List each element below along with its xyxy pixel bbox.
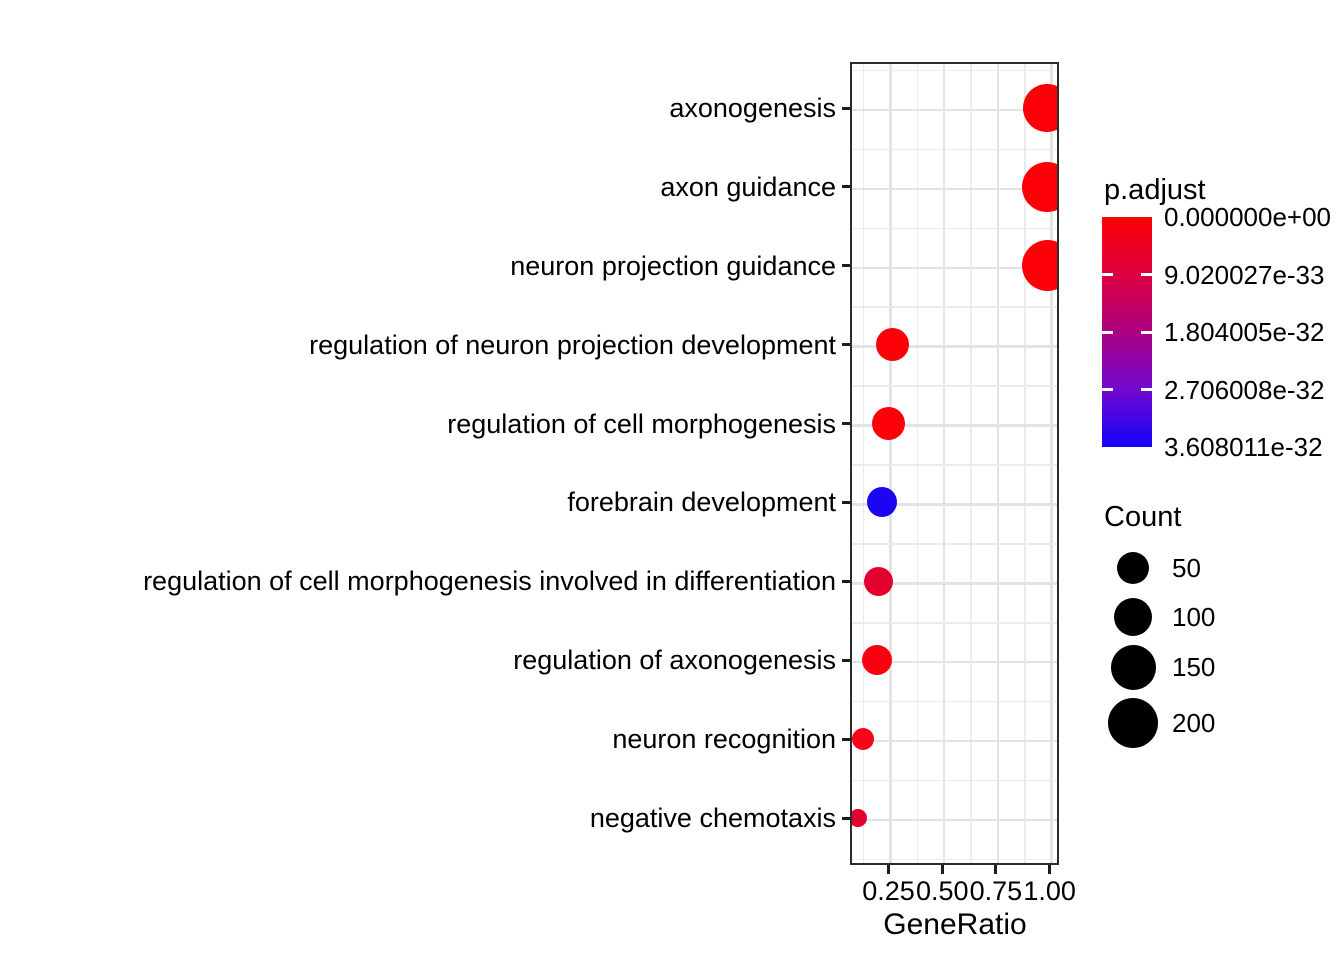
gridline-minor: [852, 621, 1057, 624]
gridline-minor: [852, 464, 1057, 466]
axis-tick: [842, 500, 850, 504]
y-axis-label: axonogenesis: [669, 93, 836, 123]
gridline-minor: [1023, 64, 1026, 863]
axis-tick: [940, 865, 944, 874]
gridline-minor: [916, 64, 919, 863]
gridline-minor: [852, 306, 1057, 309]
colorbar-tick: [1141, 388, 1152, 391]
padjust-colorbar: [1102, 217, 1152, 447]
colorbar-tick: [1141, 330, 1152, 334]
padjust-legend-title: p.adjust: [1104, 174, 1206, 206]
y-axis-labels: axonogenesis axon guidance neuron projecti…: [0, 62, 836, 865]
gridline-major: [852, 266, 1057, 269]
count-legend-label: 150: [1172, 652, 1216, 682]
axis-tick: [842, 737, 850, 741]
count-legend-label: 50: [1172, 553, 1201, 583]
data-point: [852, 728, 874, 751]
gridline-major: [852, 503, 1057, 506]
axis-tick: [842, 422, 850, 426]
colorbar-tick: [1102, 388, 1113, 391]
count-legend-circle: [1108, 698, 1158, 748]
gridline-major: [852, 582, 1057, 585]
gridline-minor: [970, 64, 972, 863]
plot-panel: [850, 62, 1059, 865]
axis-tick: [842, 106, 850, 110]
gridline-major: [852, 661, 1057, 664]
data-point: [1021, 240, 1057, 292]
gridline-minor: [852, 148, 1057, 151]
gridline-minor: [852, 700, 1057, 703]
y-axis-label: negative chemotaxis: [589, 803, 836, 833]
y-axis-label: regulation of cell morphogenesis involve…: [143, 566, 836, 597]
y-axis-label: regulation of neuron projection developm…: [309, 329, 836, 360]
y-axis-label: regulation of cell morphogenesis: [447, 408, 836, 439]
colorbar-tick-label: 9.020027e-33: [1164, 259, 1325, 290]
gridline-major: [852, 108, 1057, 112]
gridline-major: [943, 64, 946, 863]
x-axis-tick-label: 0.25: [862, 876, 915, 906]
y-axis-label: neuron recognition: [612, 724, 836, 755]
colorbar-tick: [1141, 273, 1152, 276]
x-axis-title: GeneRatio: [883, 908, 1027, 941]
gridline-major: [852, 187, 1057, 191]
colorbar-tick-label: 1.804005e-32: [1164, 317, 1325, 347]
data-point: [876, 328, 910, 362]
gridline-major: [996, 64, 1000, 863]
count-legend-label: 100: [1172, 602, 1216, 632]
count-legend-title: Count: [1104, 501, 1182, 533]
x-axis-tick-label: 0.50: [915, 876, 969, 906]
colorbar-tick-label: 0.000000e+00: [1164, 202, 1332, 232]
gridline-minor: [852, 779, 1057, 782]
y-axis-label: forebrain development: [567, 487, 836, 518]
colorbar-tick: [1102, 330, 1113, 334]
count-legend-circle: [1110, 644, 1156, 690]
y-axis-label: neuron projection guidance: [510, 250, 836, 281]
x-axis-tick-label: 1.00: [1023, 876, 1076, 906]
x-axis-tick-label: 0.75: [969, 876, 1023, 906]
data-point: [861, 645, 892, 676]
axis-tick: [994, 865, 998, 874]
gridline-major: [1050, 64, 1053, 863]
gridline-minor: [852, 858, 1057, 861]
count-legend-label: 200: [1172, 708, 1216, 738]
count-legend-circle: [1114, 598, 1152, 636]
axis-tick: [842, 579, 850, 583]
axis-tick: [1048, 865, 1052, 874]
axis-tick: [842, 185, 850, 189]
y-axis-label: regulation of axonogenesis: [513, 645, 836, 676]
gridline-minor: [852, 385, 1057, 387]
data-point: [867, 487, 898, 518]
axis-tick: [842, 264, 850, 268]
data-point: [1022, 161, 1057, 212]
axis-tick: [842, 343, 850, 347]
gridline-major: [852, 424, 1057, 427]
gridline-major: [889, 64, 892, 863]
gridline-minor: [852, 543, 1057, 545]
data-point: [1023, 84, 1057, 132]
data-point: [872, 407, 906, 441]
y-axis-label: axon guidance: [660, 171, 836, 202]
gridline-major: [852, 345, 1057, 348]
axis-tick: [842, 816, 850, 820]
axis-tick: [842, 658, 850, 662]
gridline-minor: [852, 227, 1057, 230]
colorbar-tick-label: 3.608011e-32: [1164, 432, 1323, 462]
axis-tick: [887, 865, 891, 874]
data-point: [852, 809, 868, 827]
colorbar-tick-label: 2.706008e-32: [1164, 374, 1325, 405]
gridline-major: [852, 739, 1057, 743]
count-legend-circle: [1117, 552, 1149, 584]
colorbar-tick: [1102, 273, 1113, 276]
gridline-major: [852, 818, 1057, 822]
gridline-minor: [862, 64, 865, 863]
gridline-minor: [852, 69, 1057, 72]
data-point: [863, 566, 893, 596]
